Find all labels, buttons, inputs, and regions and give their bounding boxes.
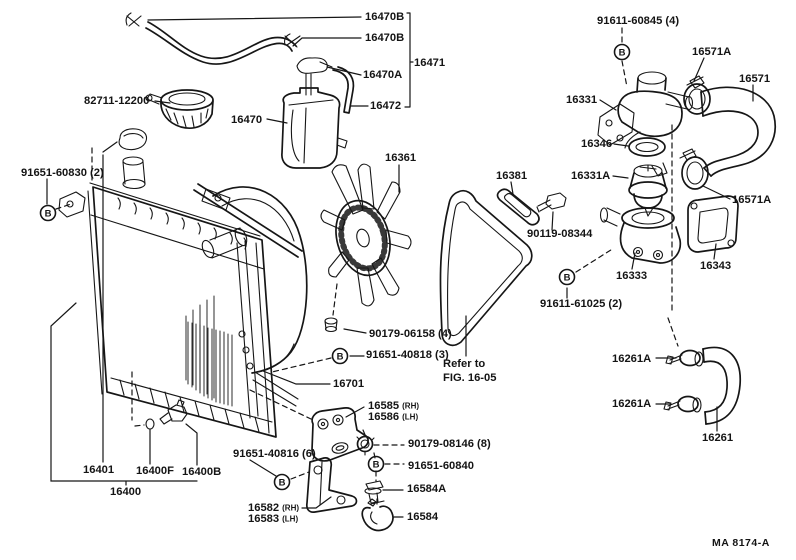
leader-lines (46, 12, 754, 518)
drive-belt (439, 189, 533, 346)
part-label: 16584A (407, 483, 446, 495)
part-label: 91611-61025 (2) (540, 298, 622, 310)
svg-text:B: B (279, 477, 286, 488)
part-label: 16571 (739, 73, 770, 85)
part-label: 16571A (732, 194, 771, 206)
part-label: 16401 (83, 464, 114, 476)
figure-code: MA 8174-A (712, 537, 770, 549)
part-label: 16701 (333, 378, 364, 390)
part-label: 16586(LH) (368, 411, 418, 423)
labels-layer: 16470B 16470B 16471 16470A 16472 16470 82711-1… (21, 11, 771, 525)
part-label: 16472 (370, 100, 401, 112)
part-label: Refer to (443, 358, 485, 370)
bypass-hose (663, 346, 741, 425)
part-label: 16470A (363, 69, 402, 81)
bolt-marker-icon: B (367, 455, 385, 473)
radiator (58, 128, 299, 438)
svg-text:B: B (337, 351, 344, 362)
fan-shroud (193, 183, 308, 374)
part-label: 90119-08344 (527, 228, 593, 240)
part-label: 16400 (110, 486, 141, 498)
svg-text:B: B (619, 47, 626, 58)
part-label: 91651-60830 (2) (21, 167, 104, 179)
nut-icon (356, 435, 375, 456)
radiator-cap (145, 89, 214, 129)
hose-clamp-icon (679, 148, 709, 190)
bolt-markers: B B B B B B (39, 43, 631, 491)
part-label: 91651-40818 (3) (366, 349, 449, 361)
bolt-marker-icon: B (558, 268, 576, 286)
part-label: 91651-60840 (408, 460, 474, 472)
reserve-tank-assembly (125, 12, 355, 169)
bolt-marker-icon: B (331, 347, 349, 365)
part-label: 16571A (692, 46, 731, 58)
part-label: 91651-40816 (6) (233, 448, 316, 460)
part-label: 16331A (571, 170, 610, 182)
svg-text:B: B (45, 208, 52, 219)
part-label: 16470B (365, 32, 404, 44)
part-label: 16261A (612, 353, 651, 365)
clamp-icon (361, 498, 394, 532)
part-label: 16470B (365, 11, 404, 23)
leader-lines-dashed (55, 27, 679, 506)
bolt-marker-icon: B (613, 43, 631, 61)
bolt-marker-icon: B (39, 204, 57, 222)
hose-clip-icon (284, 33, 301, 48)
bolt-icon (536, 192, 567, 213)
part-label: 16361 (385, 152, 416, 164)
part-label: 16584 (407, 511, 439, 523)
part-label: 16583(LH) (248, 513, 298, 525)
part-label: 16333 (616, 270, 647, 282)
upper-radiator-hose (679, 75, 776, 190)
part-label: 90179-06158 (4) (369, 328, 452, 340)
part-label: 90179-08146 (8) (408, 438, 491, 450)
hose-clamp-icon (683, 75, 711, 115)
hose-clip-icon (125, 12, 142, 27)
part-label: 16381 (496, 170, 527, 182)
hose-clamp-icon (663, 395, 702, 413)
svg-text:B: B (564, 272, 571, 283)
part-label: 16582(RH) (248, 502, 299, 514)
mount-brackets (305, 407, 394, 532)
part-label: 91611-60845 (4) (597, 15, 679, 27)
part-label: 16346 (581, 138, 612, 150)
part-label: 16331 (566, 94, 597, 106)
part-label: FIG. 16-05 (443, 372, 496, 384)
part-label: 16471 (414, 57, 445, 69)
part-label: 16400F (136, 465, 174, 477)
part-label: 16585(RH) (368, 400, 419, 412)
bolt-icon (364, 480, 384, 504)
part-label: 16470 (231, 114, 262, 126)
part-label: 16261A (612, 398, 651, 410)
part-label: 82711-12200 (84, 95, 149, 107)
svg-text:B: B (373, 459, 380, 470)
part-label: 16343 (700, 260, 731, 272)
bolt-marker-icon: B (273, 473, 291, 491)
part-label: 16261 (702, 432, 733, 444)
part-label: 16400B (182, 466, 221, 478)
